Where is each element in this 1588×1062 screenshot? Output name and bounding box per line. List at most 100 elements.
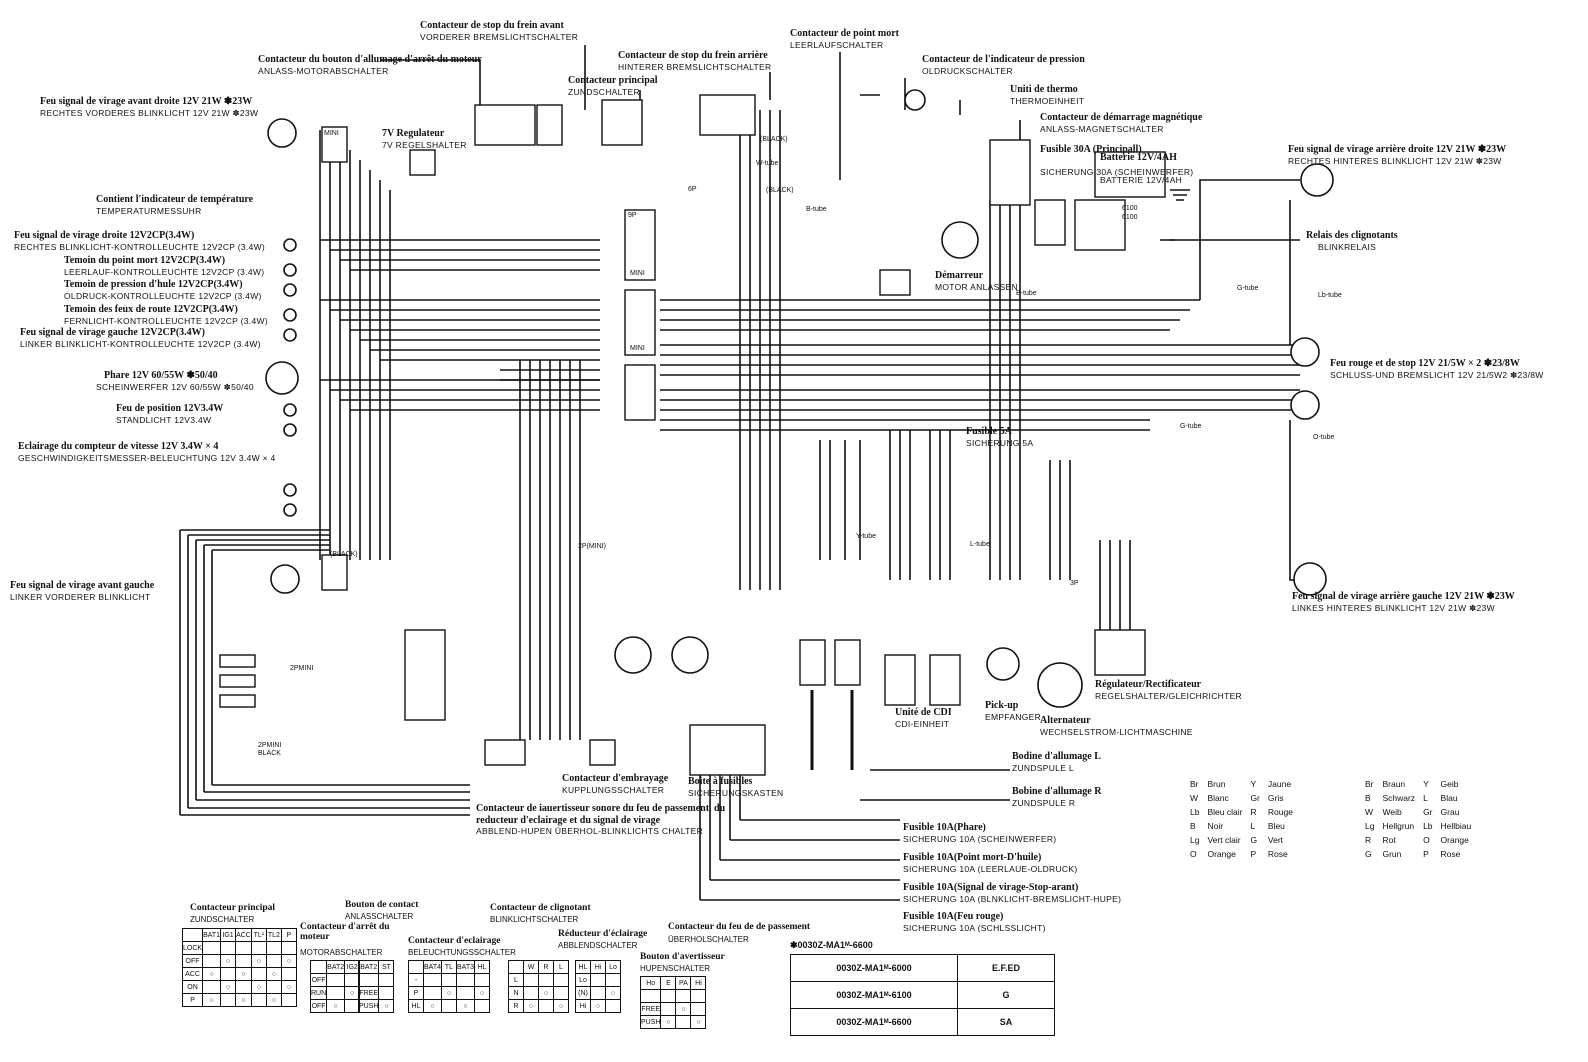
main-switch-label: Contacteur principal xyxy=(568,75,658,86)
switch-row: (N)○ xyxy=(575,986,621,1000)
switch-col-header: ACC xyxy=(235,928,252,942)
switch-cell xyxy=(675,989,692,1003)
switch-cell xyxy=(235,954,252,968)
legend-code: Gr xyxy=(1423,807,1433,817)
switch-cell xyxy=(235,941,252,955)
switch-cell: ○ xyxy=(220,954,237,968)
legend-code: Br xyxy=(1365,779,1374,789)
switch-cell: ○ xyxy=(265,967,282,981)
switch-cell xyxy=(474,973,490,987)
rear-right-turn-label: Feu signal de virage arrière droite 12V … xyxy=(1288,144,1507,155)
switch-cell xyxy=(220,967,237,981)
switch-col-header xyxy=(408,960,424,974)
neutral-switch-label-de: LEERLAUFSCHALTER xyxy=(790,40,884,50)
oil-pressure-switch-label: Contacteur de l'indicateur de pression xyxy=(922,54,1085,65)
switch-cell xyxy=(378,986,395,1000)
switch-row-label: N xyxy=(508,986,524,1000)
clutch-switch-label: Contacteur d'embrayage xyxy=(562,773,669,784)
switch-col-header: Hi xyxy=(590,960,606,974)
switch-cell xyxy=(690,989,707,1003)
switch-col-header: E xyxy=(660,976,677,990)
b-tube-tag: B-tube xyxy=(806,206,827,213)
switch-cell: ○ xyxy=(378,999,395,1013)
switch-row: Lo xyxy=(575,973,621,987)
switch-row: FREE xyxy=(357,986,395,1000)
alternator-label-de: WECHSELSTROM-LICHTMASCHINE xyxy=(1040,727,1193,737)
legend-color-name: Jaune xyxy=(1267,779,1292,789)
switch-col-header xyxy=(508,960,524,974)
two-p-mini-tag: 2P(MINI) xyxy=(578,543,606,550)
flasher-6100-tag: 6100 xyxy=(1122,205,1138,212)
switch-cell: ○ xyxy=(265,993,282,1007)
legend-code: L xyxy=(1250,821,1256,831)
fuse-rouge-label-de: SICHERUNG 10A (SCHLSSLICHT) xyxy=(903,923,1046,933)
rectifier-label: Régulateur/Rectificateur xyxy=(1095,679,1202,690)
switch-col-header: L xyxy=(553,960,569,974)
fuse-neutral-label: Fusible 10A(Point mort-D'huile) xyxy=(903,852,1042,863)
switch-cell xyxy=(523,986,539,1000)
rear-left-turn-label: Feu signal de virage arrière gauche 12V … xyxy=(1292,591,1515,602)
legend-code: P xyxy=(1423,849,1429,859)
switch-cell xyxy=(660,1002,677,1016)
switch-cell: ○ xyxy=(235,967,252,981)
dimmer-switch-title-de: ABBLENDSCHALTER xyxy=(558,941,638,950)
headlight-label: Phare 12V 60/55W ✽50/40 xyxy=(104,370,218,381)
o-tube-tag: O-tube xyxy=(1313,434,1335,441)
rear-right-turn-label-de: RECHTES HINTERES BLINKLICHT 12V 21W ✽23W xyxy=(1288,156,1502,166)
switch-cell xyxy=(553,973,569,987)
tail-light-label: Feu rouge et de stop 12V 21/5W × 2 ✽23/8… xyxy=(1330,358,1520,369)
g-tube-tag-2: G-tube xyxy=(1180,423,1202,430)
high-beam-indicator-label: Temoin des feux de route 12V2CP(3.4W) xyxy=(64,304,238,315)
rear-brake-switch-label: Contacteur de stop du frein arrière xyxy=(618,50,768,61)
switch-col-header: HL xyxy=(474,960,490,974)
starter-motor-label: Démarreur xyxy=(935,270,984,281)
switch-col-header: Hi xyxy=(690,976,707,990)
neutral-indicator-label: Temoin du point mort 12V2CP(3.4W) xyxy=(64,255,226,266)
switch-row-label xyxy=(639,989,662,1003)
switch-col-header: TL xyxy=(441,960,457,974)
switch-row: P○○ xyxy=(408,986,490,1000)
switch-row-label: - xyxy=(408,973,424,987)
front-right-turn-label-de: RECHTES VORDERES BLINKLICHT 12V 21W ✽23W xyxy=(40,108,259,118)
switch-row-label: LOCK xyxy=(181,941,204,955)
six-p-tag: 6P xyxy=(688,186,697,193)
front-brake-switch-label-de: VORDERER BREMSLICHTSCHALTER xyxy=(420,32,579,42)
fuse-phare-label-de: SICHERUNG 10A (SCHEINWERFER) xyxy=(903,834,1057,844)
switch-col-header xyxy=(181,928,204,942)
switch-cell: ○ xyxy=(220,980,237,994)
switch-col-header: BAT1 xyxy=(202,928,222,942)
regulator-7v-label: 7V Regulateur xyxy=(382,128,445,139)
position-light-label: Feu de position 12V3.4W xyxy=(116,403,224,414)
switch-row-label: Hi xyxy=(575,999,591,1013)
legend-code: P xyxy=(1250,849,1257,859)
stop-switch-title-de: MOTORABSCHALTER xyxy=(300,948,383,957)
switch-row xyxy=(357,973,395,987)
switch-cell xyxy=(590,973,606,987)
alternator-label: Alternateur xyxy=(1040,715,1091,726)
switch-col-header xyxy=(309,960,328,974)
switch-cell xyxy=(538,973,554,987)
switch-cell: ○ xyxy=(590,999,606,1013)
two-p-black-tag: 2PMINI BLACK xyxy=(258,742,282,758)
winker-switch-title: Contacteur de clignotant xyxy=(490,903,591,913)
legend-color-name: Blau xyxy=(1440,793,1458,803)
switch-cell xyxy=(280,993,297,1007)
legend-color-name: Geib xyxy=(1440,779,1459,789)
mini-tag: MINI xyxy=(324,130,339,137)
switch-row-label: RUN xyxy=(309,986,328,1000)
switch-cell xyxy=(220,993,237,1007)
front-right-turn-label: Feu signal de virage avant droite 12V 21… xyxy=(40,96,253,107)
starter-relay-label-de: ANLASS-MAGNETSCHALTER xyxy=(1040,124,1164,134)
model-region: SA xyxy=(957,1008,1055,1036)
